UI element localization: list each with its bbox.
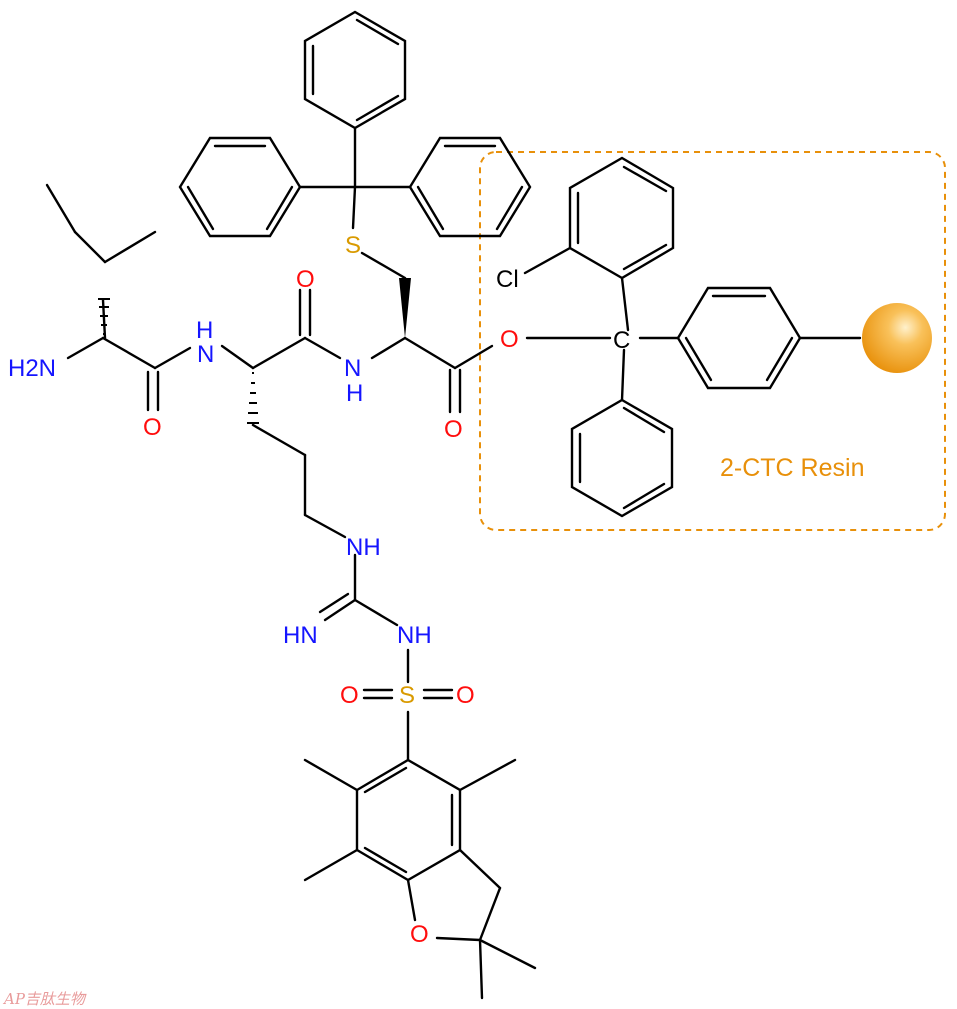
atom-s-sulfonyl: S xyxy=(399,682,415,709)
atom-nh2-n: N xyxy=(344,355,361,382)
atom-o-sulfonyl-left: O xyxy=(340,682,359,709)
bond-network xyxy=(45,10,862,1000)
atom-nh-guanidine: NH xyxy=(346,534,381,561)
atom-o-ile: O xyxy=(143,414,162,441)
atom-o-sulfonyl-right: O xyxy=(456,682,475,709)
atom-nh1-h: H xyxy=(196,317,213,344)
atom-nh1-n: N xyxy=(197,341,214,368)
atom-s-cys: S xyxy=(345,232,361,259)
atom-nh-sulfonyl: NH xyxy=(397,622,432,649)
atom-nh2-h: H xyxy=(346,380,363,407)
resin-label: 2-CTC Resin xyxy=(720,454,864,482)
atom-o-furan: O xyxy=(410,921,429,948)
atom-o-cys: O xyxy=(444,416,463,443)
atom-h2n: H2N xyxy=(8,355,56,382)
resin-highlight-box xyxy=(479,151,946,531)
resin-bead-icon xyxy=(862,303,932,373)
wedge-bond-cys-side xyxy=(399,278,411,338)
atom-c-trityl: C xyxy=(613,327,630,354)
hash-bond-arg-side xyxy=(247,372,259,424)
watermark-logo: AP吉肽生物 xyxy=(2,990,87,1008)
atom-o-arg: O xyxy=(296,266,315,293)
atom-hn-imine: HN xyxy=(283,622,318,649)
atom-cl: Cl xyxy=(496,266,519,293)
hash-bond-ile-side xyxy=(98,298,110,335)
atom-o-ester: O xyxy=(500,326,519,353)
